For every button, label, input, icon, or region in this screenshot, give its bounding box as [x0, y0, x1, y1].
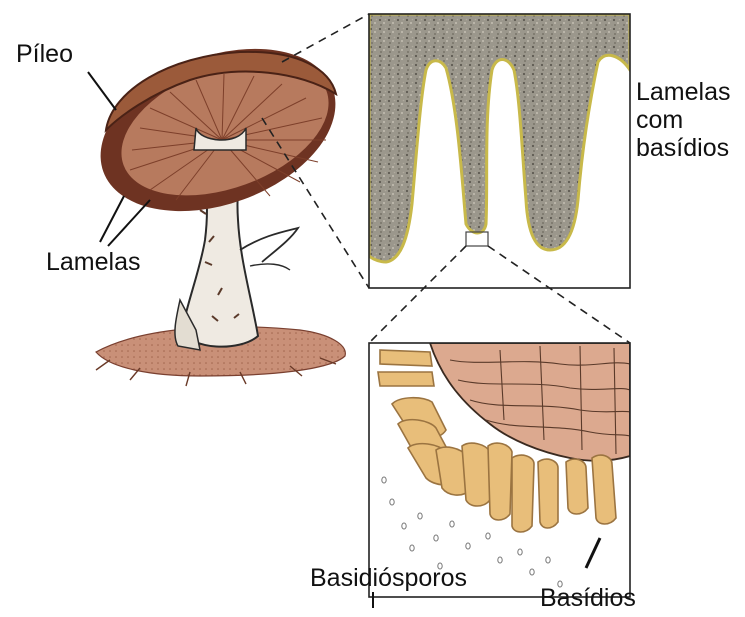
label-lamelas-com-basidios: Lamelas com basídios	[636, 78, 745, 162]
gill-section-magnified	[369, 14, 630, 288]
label-pileo: Píleo	[16, 40, 73, 68]
leader-lamelas-2	[108, 200, 150, 246]
leader-pileo	[88, 72, 116, 110]
label-lamelas: Lamelas	[46, 248, 141, 276]
label-line-2: com	[636, 106, 745, 134]
label-basidios: Basídios	[540, 584, 636, 612]
label-line-3: basídios	[636, 134, 745, 162]
leader-lamelas-1	[100, 196, 124, 242]
label-line-1: Lamelas	[636, 78, 745, 106]
label-basidiosporos: Basidiósporos	[310, 564, 467, 592]
